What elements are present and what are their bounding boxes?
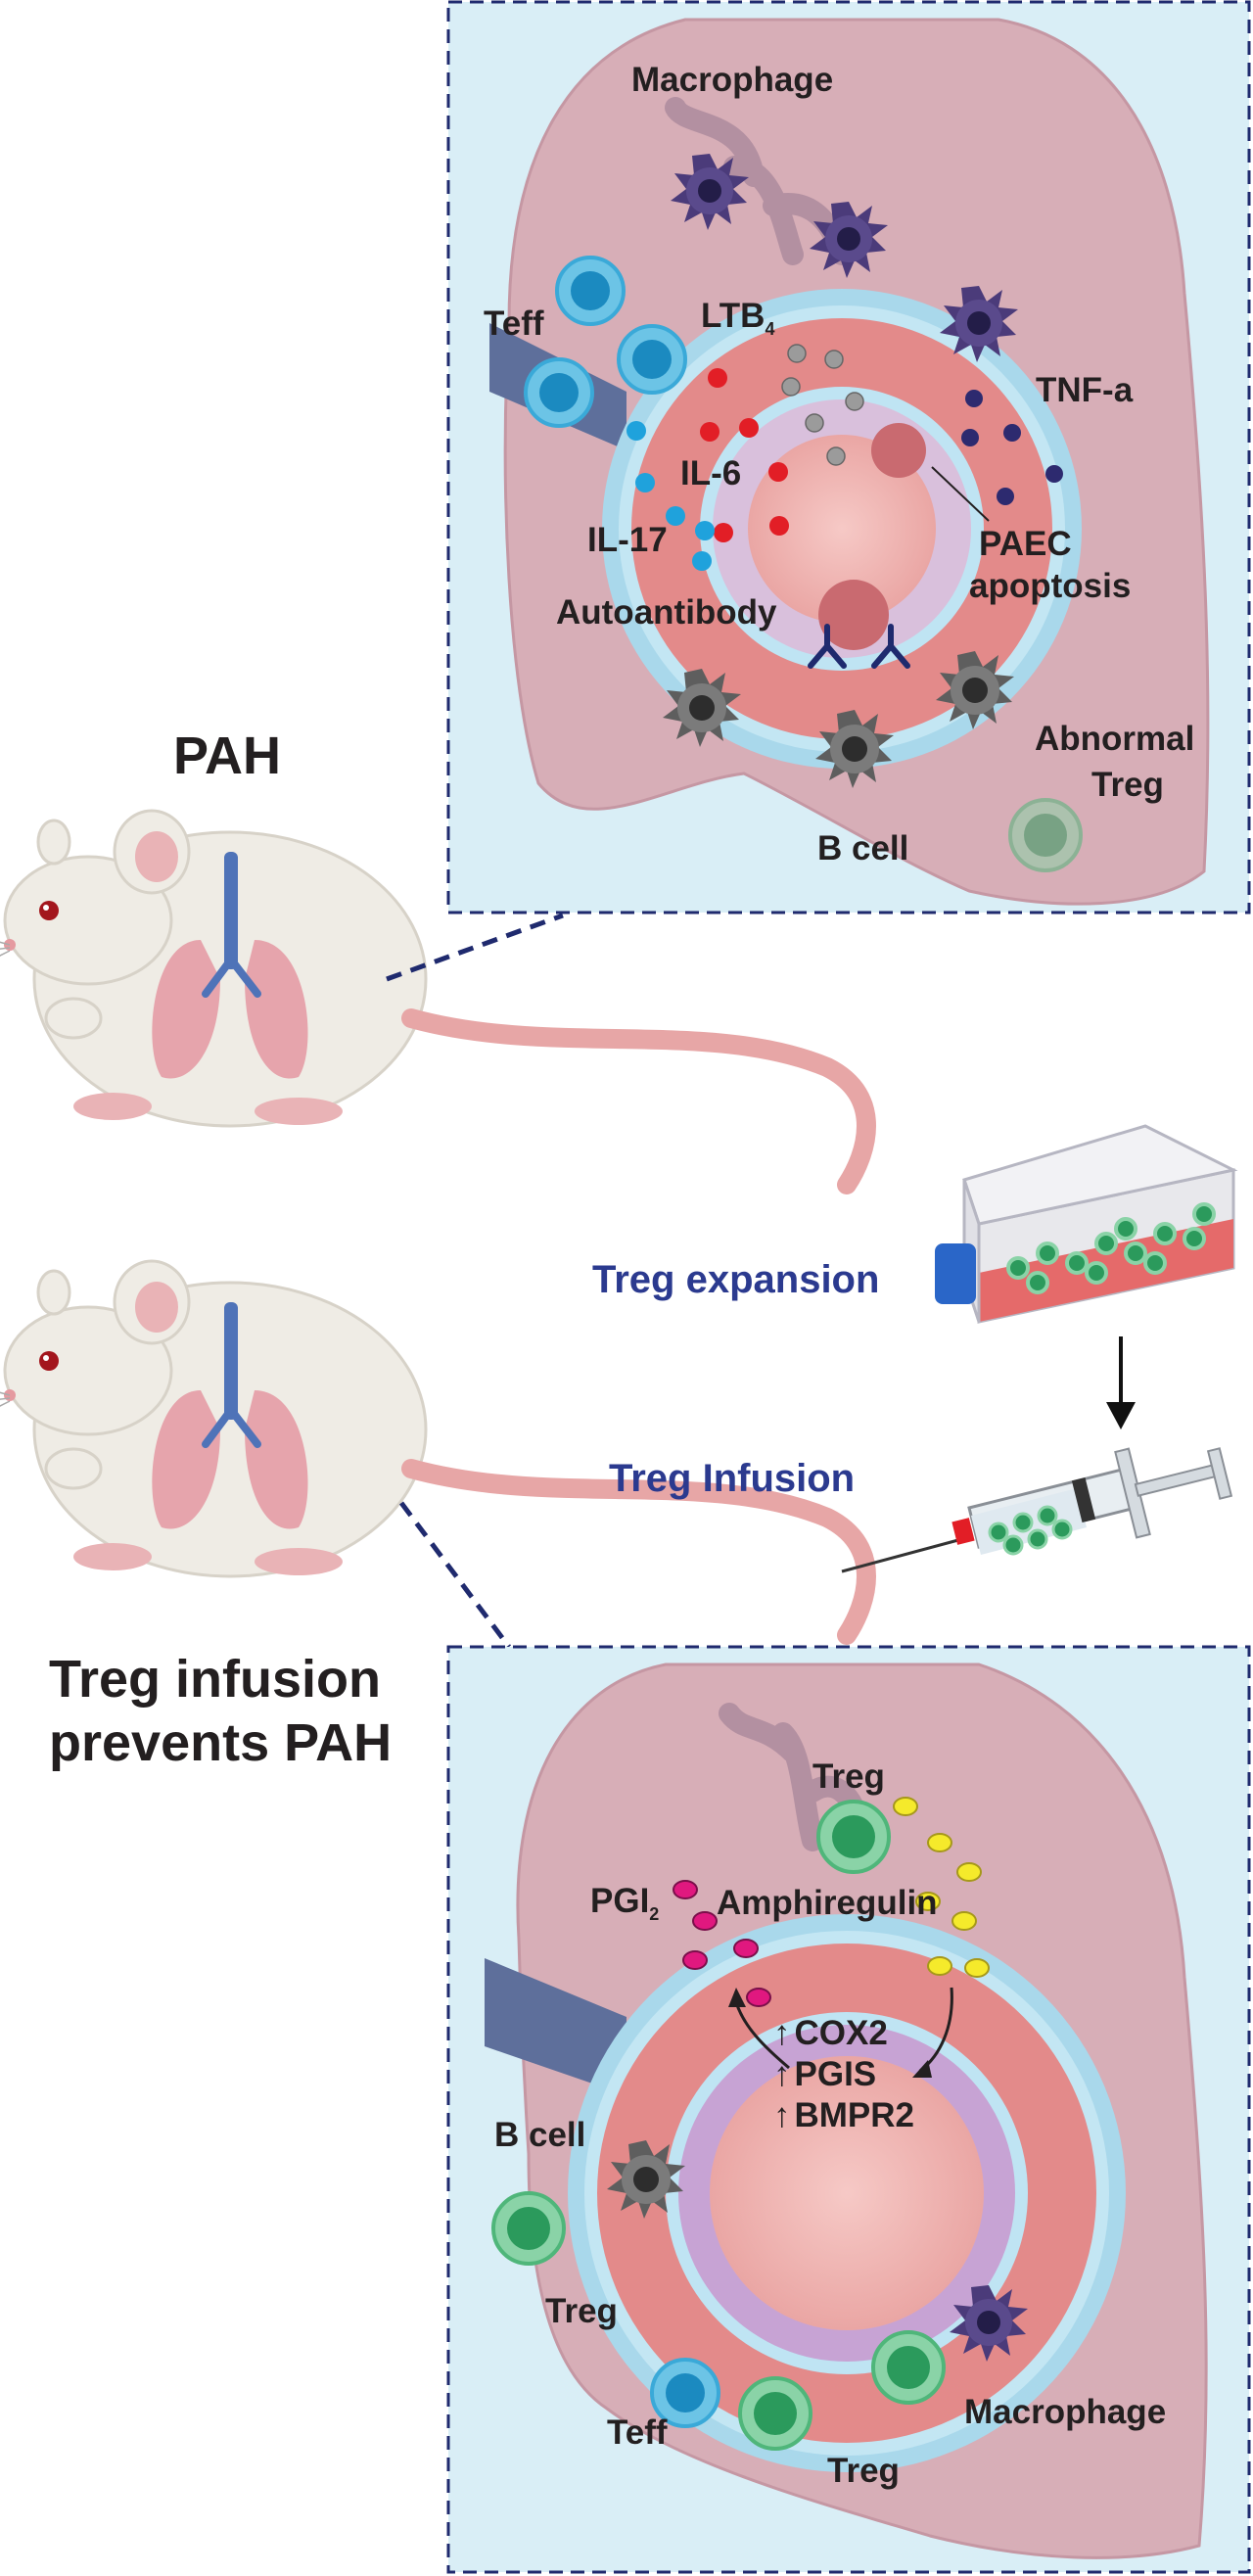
- top-connector-line: [386, 913, 564, 982]
- label-pgis: ↑PGIS: [773, 2055, 876, 2093]
- label-treg-infusion: Treg Infusion: [609, 1457, 855, 1500]
- treg-bottom-icon: [738, 2376, 812, 2451]
- title-prevents-line2: prevents PAH: [49, 1713, 392, 1772]
- treg-top-icon: [816, 1800, 891, 1874]
- label-treg-bottom: Treg: [827, 2452, 900, 2490]
- label-b-cell-bottom: B cell: [494, 2116, 585, 2154]
- label-amphiregulin: Amphiregulin: [717, 1884, 938, 1922]
- label-macrophage: Macrophage: [631, 61, 833, 99]
- abnormal-treg-icon: [1008, 798, 1083, 872]
- treg-right-icon: [871, 2330, 946, 2405]
- top-panel: Macrophage Teff LTB4 TNF-a IL-6 IL-17 PA…: [446, 0, 1251, 914]
- bottom-bronchus: [485, 1958, 626, 2095]
- label-teff-bottom: Teff: [607, 2413, 668, 2452]
- label-paec-line2: apoptosis: [969, 567, 1131, 605]
- label-pgi2: PGI2: [590, 1882, 659, 1924]
- paec-cell-top: [871, 423, 926, 478]
- label-macrophage-bottom: Macrophage: [964, 2393, 1166, 2431]
- syringe-icon: [841, 1447, 1233, 1573]
- arrowhead-pgi2: [728, 1988, 746, 2007]
- ltb4-dots: [781, 344, 864, 466]
- label-autoantibody: Autoantibody: [556, 593, 777, 632]
- treg-left-icon: [491, 2191, 566, 2266]
- label-il6: IL-6: [680, 454, 741, 492]
- label-cox2: ↑COX2: [773, 2014, 888, 2052]
- label-teff: Teff: [484, 304, 544, 343]
- il17-dots: [626, 421, 715, 571]
- label-abnormal: Abnormal: [1035, 720, 1194, 758]
- label-bmpr2: ↑BMPR2: [773, 2096, 914, 2134]
- autoantibody-icons: [808, 624, 910, 669]
- paec-cell-bottom: [818, 580, 889, 650]
- label-b-cell: B cell: [817, 829, 908, 867]
- label-il17: IL-17: [587, 521, 668, 559]
- tnf-dots: [961, 390, 1063, 505]
- label-abnormal-treg: Treg: [1091, 766, 1164, 804]
- amphiregulin-dots: [893, 1797, 990, 1978]
- bottom-connector-line: [398, 1501, 512, 1649]
- rat-bottom: [0, 1261, 866, 1635]
- down-arrow-icon: [1106, 1336, 1136, 1429]
- label-treg-left: Treg: [545, 2292, 618, 2330]
- pgi2-dots: [673, 1880, 771, 2007]
- label-tnf: TNF-a: [1036, 371, 1134, 409]
- label-treg-expansion: Treg expansion: [592, 1258, 879, 1301]
- paec-pointer-line: [931, 466, 990, 522]
- arrowhead-amphiregulin: [912, 2060, 932, 2078]
- label-ltb4: LTB4: [701, 297, 774, 339]
- bottom-panel: Treg Amphiregulin PGI2 ↑COX2 ↑PGIS ↑BMPR…: [446, 1645, 1251, 2574]
- title-prevents-line1: Treg infusion: [49, 1650, 381, 1709]
- label-paec-line1: PAEC: [979, 525, 1072, 563]
- title-pah: PAH: [173, 726, 281, 785]
- label-treg-top: Treg: [812, 1757, 885, 1796]
- il6-dots: [700, 368, 789, 542]
- culture-flask-icon: [935, 1124, 1238, 1324]
